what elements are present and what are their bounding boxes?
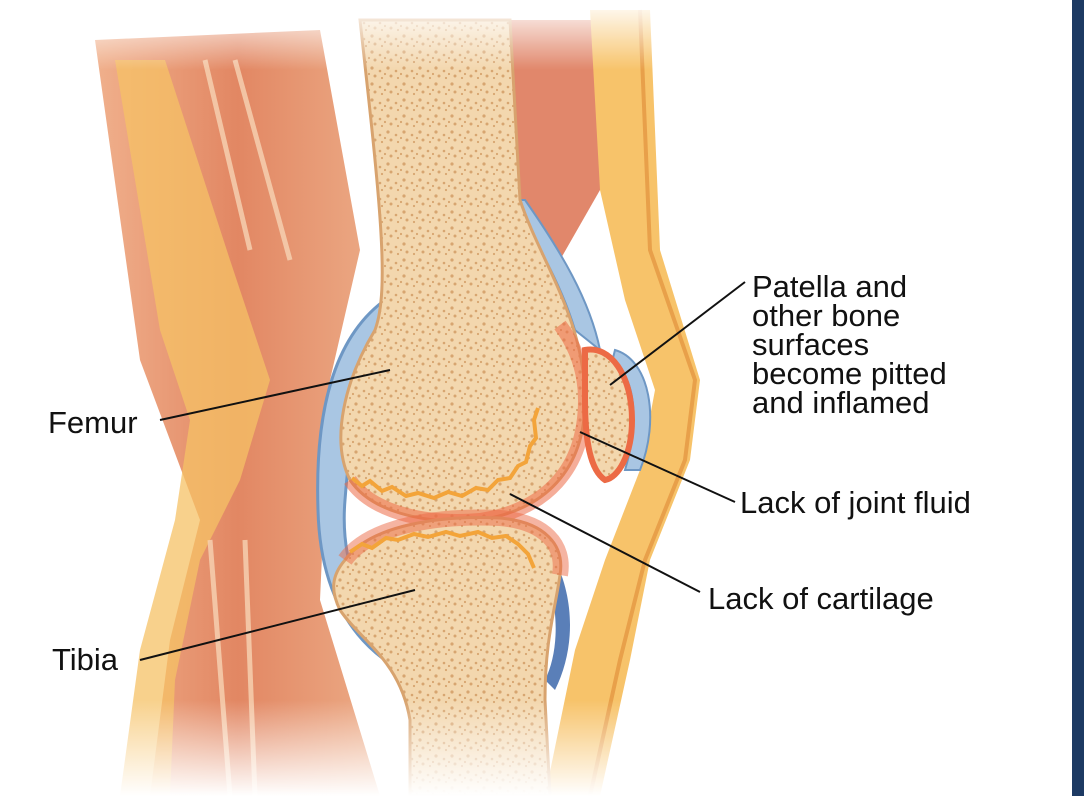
right-edge-bar (1072, 0, 1084, 796)
label-femur: Femur (48, 408, 138, 438)
label-lack-of-joint-fluid: Lack of joint fluid (740, 488, 971, 518)
bottom-fade (60, 700, 680, 796)
label-patella: Patella and other bone surfaces become p… (752, 272, 947, 417)
label-tibia: Tibia (52, 645, 118, 675)
top-fade (60, 0, 680, 70)
label-lack-of-cartilage: Lack of cartilage (708, 584, 934, 614)
